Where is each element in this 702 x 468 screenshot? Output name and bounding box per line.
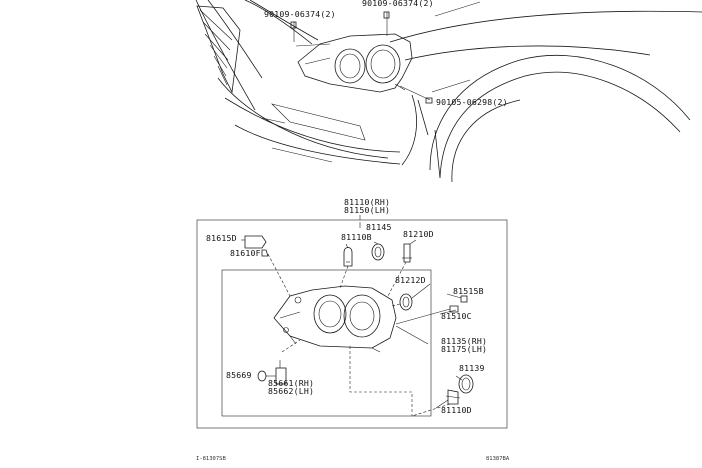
label-81515b: 81515B [453, 286, 484, 296]
label-bolt-side: 90105-06298(2) [436, 97, 508, 107]
label-comp-rh: 85661(RH) [268, 378, 315, 388]
outer-frame [196, 219, 508, 429]
label-81510c: 81510C [441, 311, 472, 321]
label-81110d: 81110D [441, 405, 472, 415]
label-cover-lh: 81175(LH) [441, 344, 488, 354]
label-81210d: 81210D [403, 229, 434, 239]
label-81212d: 81212D [395, 275, 426, 285]
exploded-headlamp-view [196, 215, 508, 429]
label-81139: 81139 [459, 363, 485, 373]
label-comp-lh: 85662(LH) [268, 386, 315, 396]
footer-right-code: 81387BA [486, 456, 510, 462]
car-front-illustration [195, 0, 702, 183]
label-clip-top-left: 90109-06374(2) [264, 9, 336, 19]
label-81145: 81145 [366, 222, 392, 232]
footer-left-code: I-81307SB [196, 456, 226, 462]
label-85669: 85669 [226, 370, 252, 380]
label-assy-rh: 81110(RH) [344, 197, 391, 207]
label-81610f: 81610F [230, 248, 261, 258]
label-cover-rh: 81135(RH) [441, 336, 488, 346]
inner-frame [221, 269, 432, 417]
label-clip-top-right: 90109-06374(2) [362, 0, 434, 8]
label-81110b: 81110B [341, 232, 372, 242]
label-81615d: 81615D [206, 233, 237, 243]
label-assy-lh: 81150(LH) [344, 205, 391, 215]
